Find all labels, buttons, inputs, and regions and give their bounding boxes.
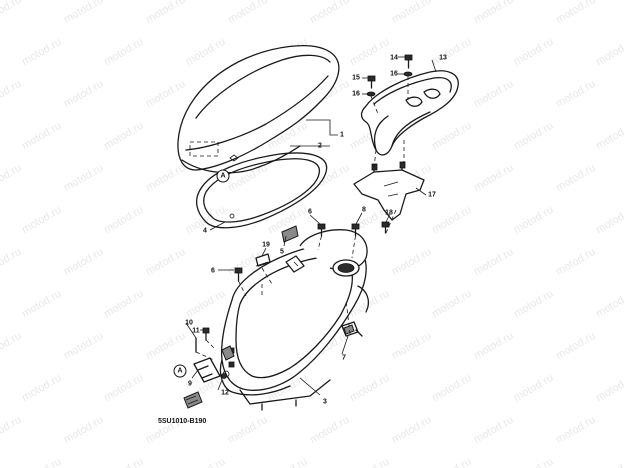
reference-a-latch: A — [173, 364, 187, 378]
front-latch — [183, 357, 230, 409]
callout-7: 7 — [342, 354, 346, 362]
callout-10: 10 — [185, 319, 193, 327]
callout-12: 12 — [221, 389, 229, 397]
callout-16-left: 16 — [352, 90, 360, 98]
callout-1: 1 — [340, 131, 344, 139]
callout-8: 8 — [362, 206, 366, 214]
callout-6-left: 6 — [211, 267, 215, 275]
callout-18: 18 — [385, 209, 393, 217]
callout-19: 19 — [262, 241, 270, 249]
callout-5: 5 — [280, 248, 284, 256]
callout-2: 2 — [318, 142, 322, 150]
callout-14: 14 — [390, 54, 398, 62]
callout-9: 9 — [188, 380, 192, 388]
callout-15: 15 — [352, 74, 360, 82]
luggage-box — [219, 229, 370, 411]
callout-3: 3 — [323, 398, 327, 406]
assembly-lines — [195, 76, 409, 361]
callout-17: 17 — [428, 191, 436, 199]
callout-16-top: 16 — [390, 70, 398, 78]
rear-carrier — [360, 70, 459, 156]
callout-6-top: 6 — [308, 208, 312, 216]
callout-4: 4 — [203, 227, 207, 235]
reference-a-seat: A — [216, 169, 230, 183]
callout-11: 11 — [192, 327, 200, 335]
leader-lines — [185, 56, 437, 396]
rear-latch — [341, 321, 363, 337]
seat — [177, 45, 340, 174]
diagram-code: 5SU1010-B190 — [158, 418, 207, 425]
seat-gasket — [195, 152, 328, 229]
callout-13: 13 — [439, 54, 447, 62]
